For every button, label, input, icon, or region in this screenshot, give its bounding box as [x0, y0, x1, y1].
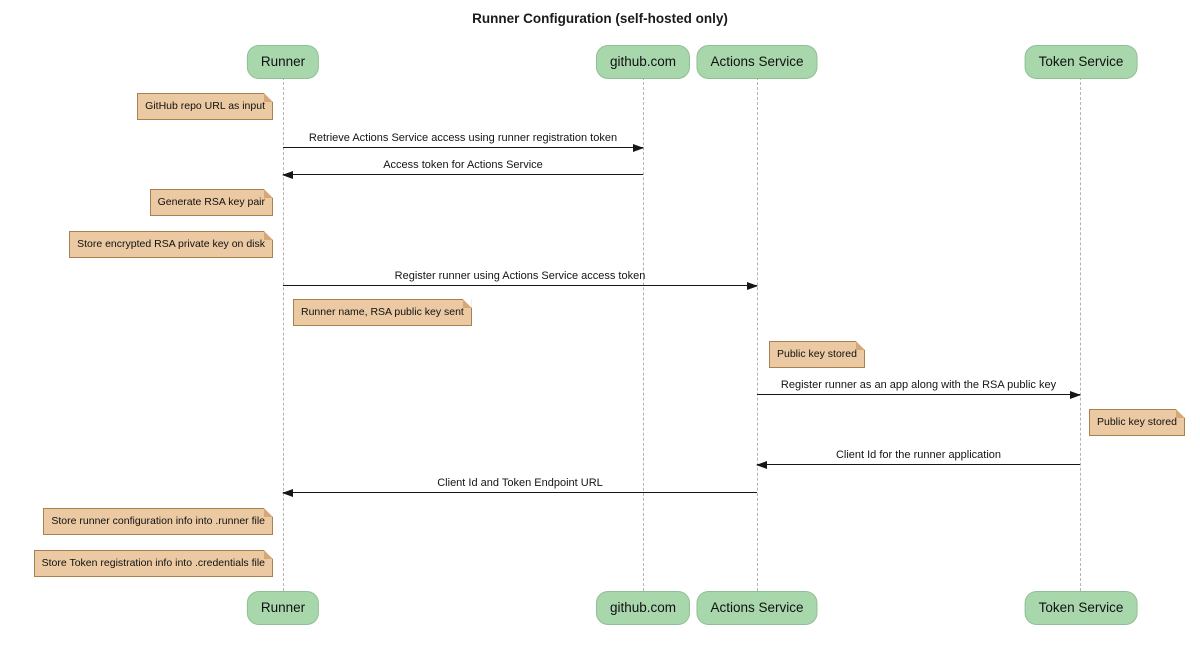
message-line — [283, 282, 758, 290]
message-label: Access token for Actions Service — [383, 159, 543, 171]
message-register-runner-app: Register runner as an app along with the… — [757, 379, 1081, 399]
message-client-id-endpoint: Client Id and Token Endpoint URL — [282, 477, 757, 497]
message-label: Register runner using Actions Service ac… — [394, 270, 646, 282]
note-github-repo-url: GitHub repo URL as input — [137, 93, 273, 120]
note-public-key-stored-actions: Public key stored — [769, 341, 865, 368]
lifeline-token-service — [1080, 77, 1081, 591]
note-runner-name-sent: Runner name, RSA public key sent — [293, 299, 472, 326]
participant-token-service-bottom: Token Service — [1024, 591, 1138, 625]
message-line — [757, 391, 1081, 399]
arrowhead-right-icon — [633, 144, 644, 152]
participant-runner-top: Runner — [246, 45, 320, 79]
arrowhead-left-icon — [282, 489, 293, 497]
message-line — [282, 489, 757, 497]
participant-token-service-top: Token Service — [1024, 45, 1138, 79]
participant-actions-service-bottom: Actions Service — [696, 591, 818, 625]
arrowhead-left-icon — [282, 171, 293, 179]
participant-actions-service-top: Actions Service — [696, 45, 818, 79]
arrowhead-left-icon — [756, 461, 767, 469]
message-retrieve-actions-access: Retrieve Actions Service access using ru… — [283, 132, 644, 152]
note-public-key-stored-token: Public key stored — [1089, 409, 1185, 436]
message-label: Client Id and Token Endpoint URL — [437, 477, 603, 489]
message-label: Retrieve Actions Service access using ru… — [308, 132, 618, 144]
message-label: Client Id for the runner application — [835, 449, 1002, 461]
note-generate-rsa-key: Generate RSA key pair — [149, 189, 273, 216]
lifeline-runner — [283, 77, 284, 591]
note-store-credentials-file: Store Token registration info into .cred… — [33, 550, 273, 577]
message-client-id: Client Id for the runner application — [756, 449, 1080, 469]
note-store-runner-file: Store runner configuration info into .ru… — [43, 508, 273, 535]
arrowhead-right-icon — [1070, 391, 1081, 399]
lifeline-github — [643, 77, 644, 591]
arrowhead-right-icon — [747, 282, 758, 290]
message-line — [283, 144, 644, 152]
message-register-runner: Register runner using Actions Service ac… — [283, 270, 758, 290]
diagram-title: Runner Configuration (self-hosted only) — [472, 11, 728, 26]
message-access-token: Access token for Actions Service — [282, 159, 643, 179]
participant-github-top: github.com — [595, 45, 691, 79]
participant-github-bottom: github.com — [595, 591, 691, 625]
lifeline-actions-service — [757, 77, 758, 591]
message-line — [756, 461, 1080, 469]
note-store-private-key: Store encrypted RSA private key on disk — [69, 231, 273, 258]
participant-runner-bottom: Runner — [246, 591, 320, 625]
message-line — [282, 171, 643, 179]
message-label: Register runner as an app along with the… — [780, 379, 1057, 391]
